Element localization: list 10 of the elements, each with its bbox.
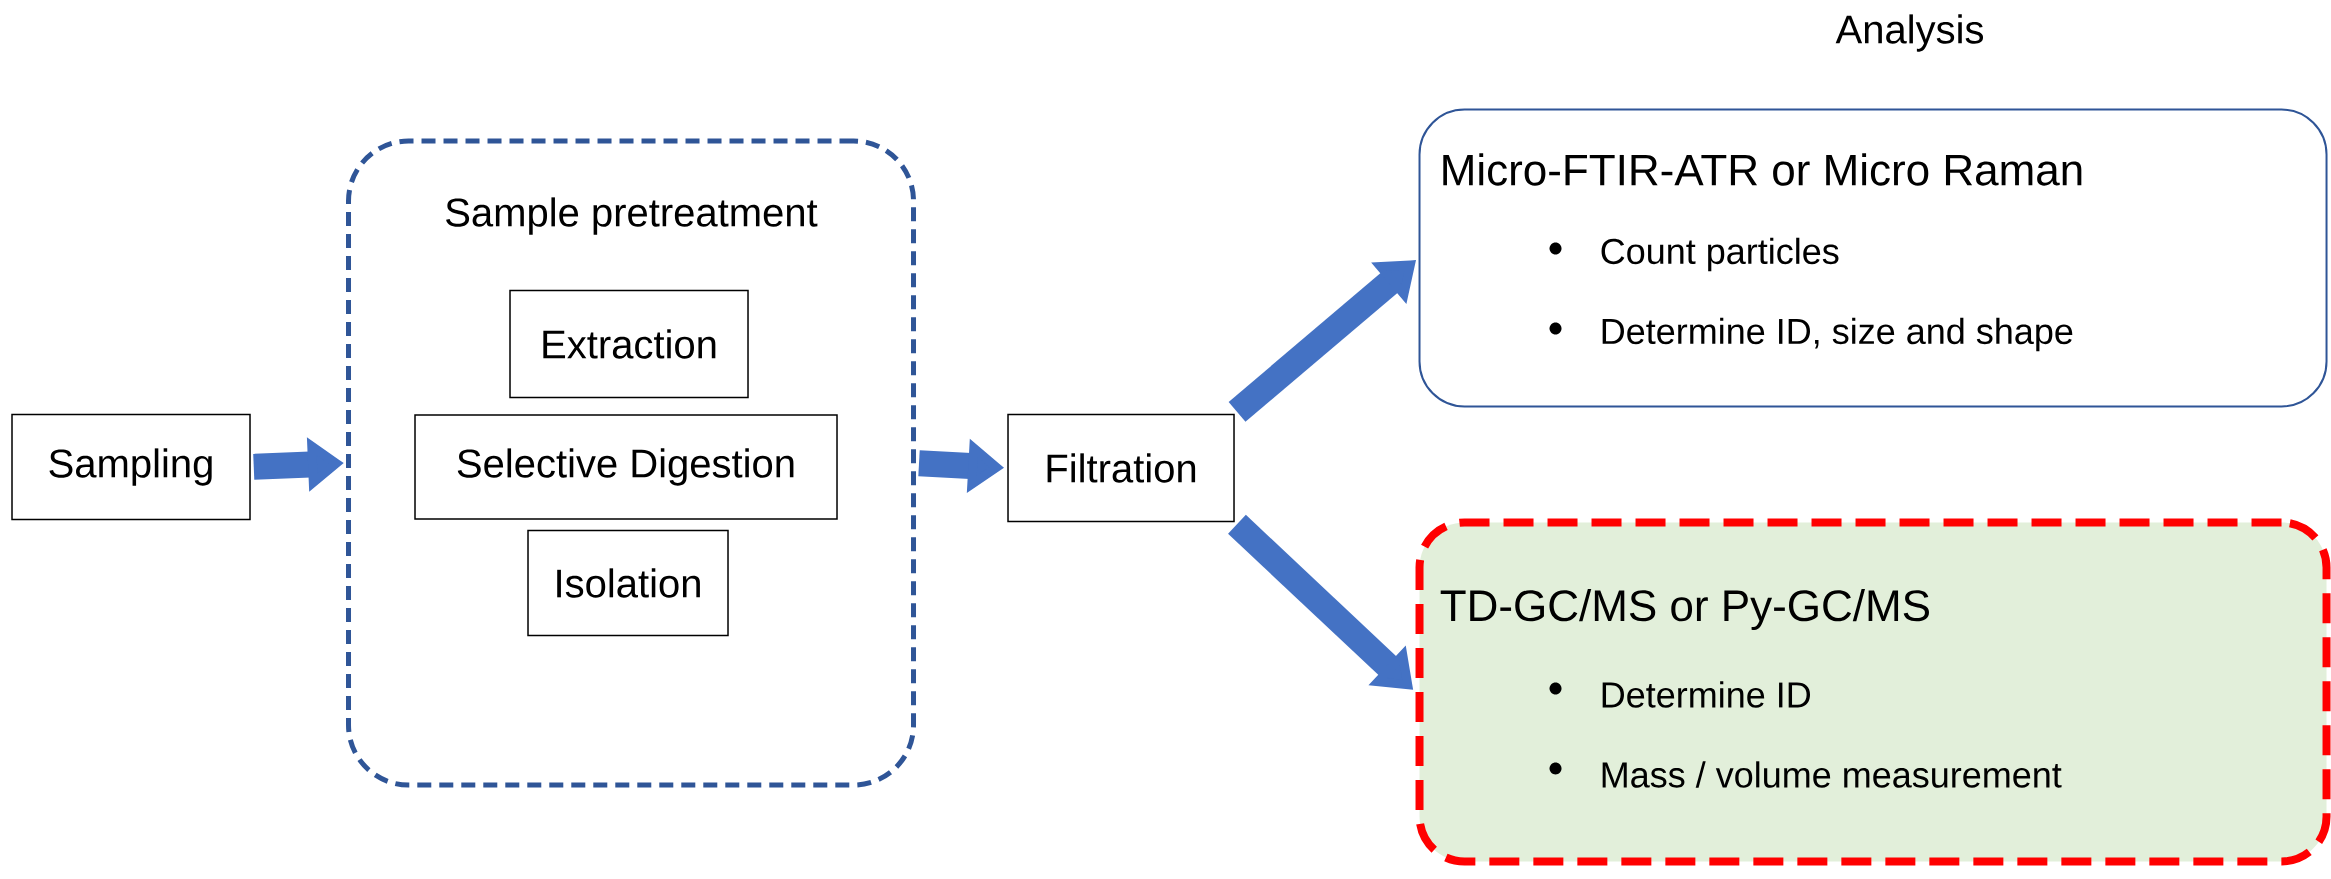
process-box: Filtration bbox=[1007, 413, 1235, 523]
heading: Micro-FTIR-ATR or Micro Raman bbox=[1443, 153, 2082, 186]
process-box: Sampling bbox=[11, 413, 251, 521]
heading: Sample pretreatment bbox=[446, 197, 818, 235]
list-item: Determine ID, size and shape bbox=[1602, 317, 2073, 352]
process-box: Isolation bbox=[527, 529, 729, 637]
list-item: Count particles bbox=[1601, 237, 1839, 272]
process-box: Selective Digestion bbox=[414, 414, 838, 520]
section-label: Analysis bbox=[1835, 14, 1983, 52]
process-box: Extraction bbox=[509, 289, 749, 399]
